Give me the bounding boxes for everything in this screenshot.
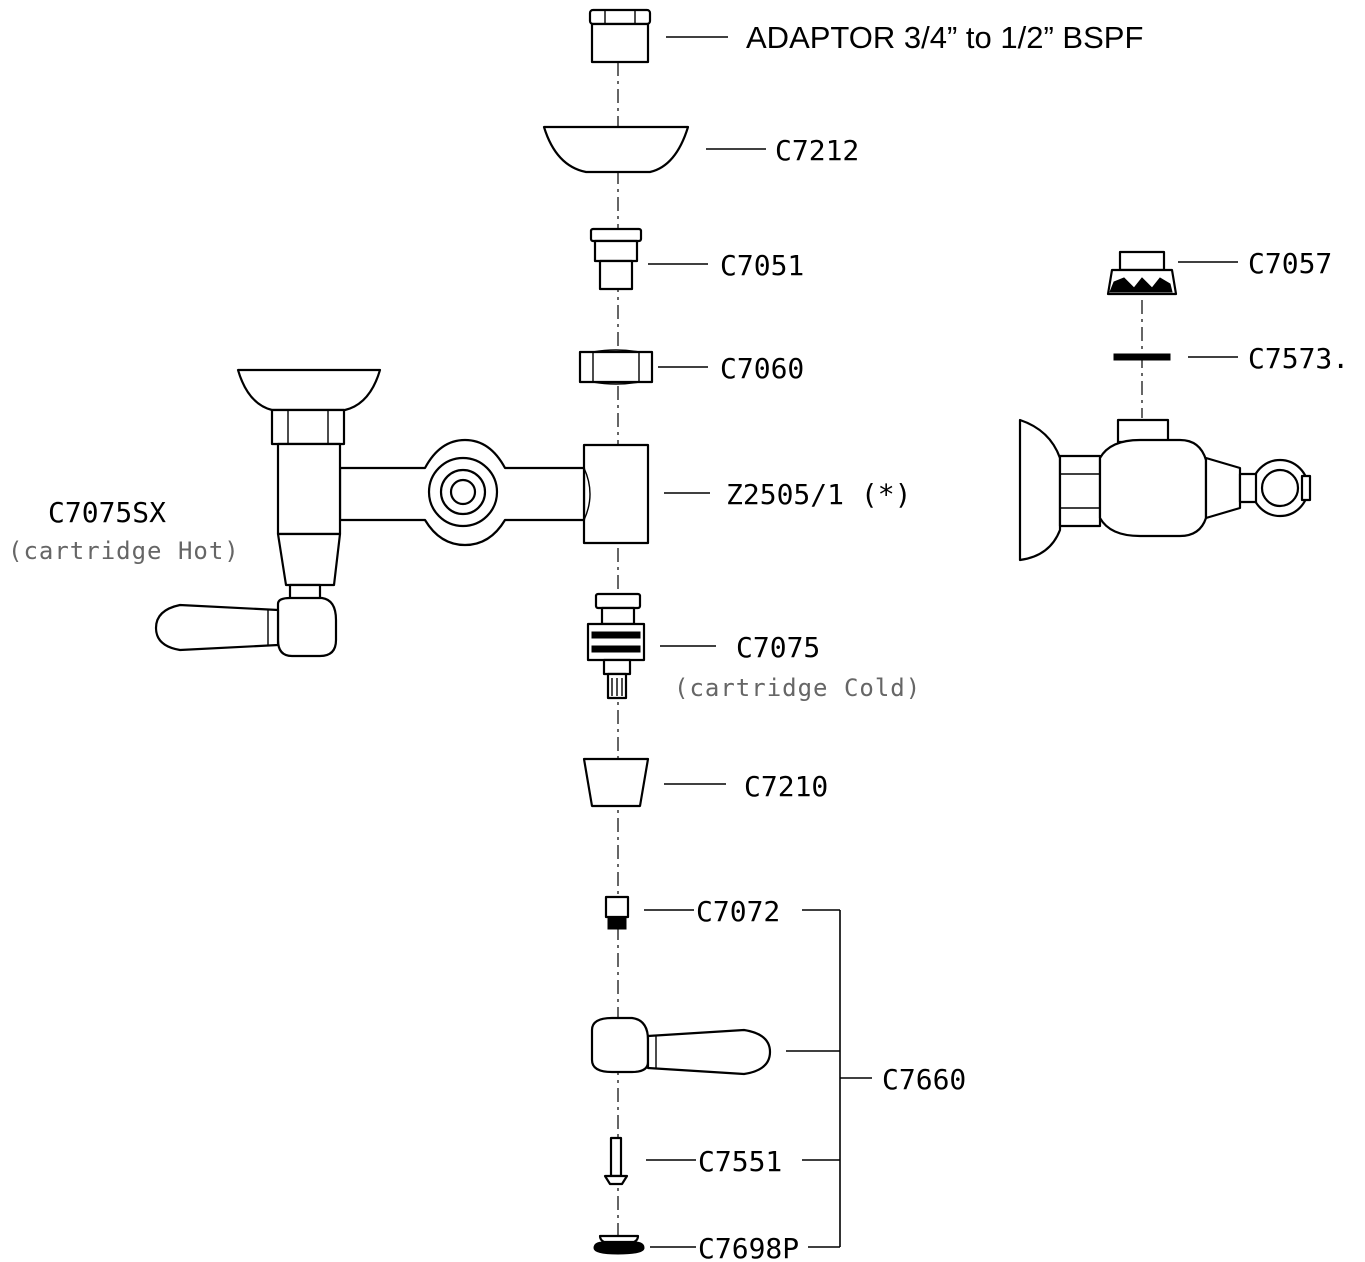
- c7075-part: [586, 592, 646, 700]
- c7051-part: [589, 227, 643, 291]
- c7075sx-label: C7075SX: [48, 496, 166, 529]
- c7075-label: C7075: [736, 631, 820, 664]
- c7075sx-note: (cartridge Hot): [8, 537, 240, 565]
- c7051-label: C7051: [720, 249, 804, 282]
- c7210-label: C7210: [744, 770, 828, 803]
- c7057-label: C7057: [1248, 247, 1332, 280]
- c7698p-label: C7698P: [698, 1232, 799, 1262]
- c7212-label: C7212: [775, 134, 859, 167]
- c7212-part: [542, 125, 690, 174]
- adaptor-part: [588, 8, 652, 64]
- c7075sx-assembly: [154, 368, 382, 658]
- c7060-part: [578, 349, 654, 385]
- c7075-note: (cartridge Cold): [674, 674, 921, 702]
- right-valve-assembly: [1018, 418, 1312, 562]
- c7072-part: [604, 895, 630, 930]
- c7660-handle: [590, 1016, 772, 1076]
- c7660-label: C7660: [882, 1063, 966, 1096]
- c7573-part: [1113, 353, 1171, 361]
- c7551-part: [603, 1136, 629, 1186]
- c7573-label: C7573.: [1248, 342, 1349, 375]
- c7072-label: C7072: [696, 895, 780, 928]
- z2505-body: [338, 438, 650, 547]
- c7551-label: C7551: [698, 1145, 782, 1178]
- c7698p-part: [593, 1234, 645, 1255]
- z2505-label: Z2505/1 (*): [726, 478, 911, 511]
- adaptor-label: ADAPTOR 3/4” to 1/2” BSPF: [746, 20, 1143, 55]
- c7660-bracket: [802, 909, 872, 1248]
- c7210-part: [582, 757, 650, 808]
- c7060-label: C7060: [720, 352, 804, 385]
- c7057-part: [1106, 250, 1178, 296]
